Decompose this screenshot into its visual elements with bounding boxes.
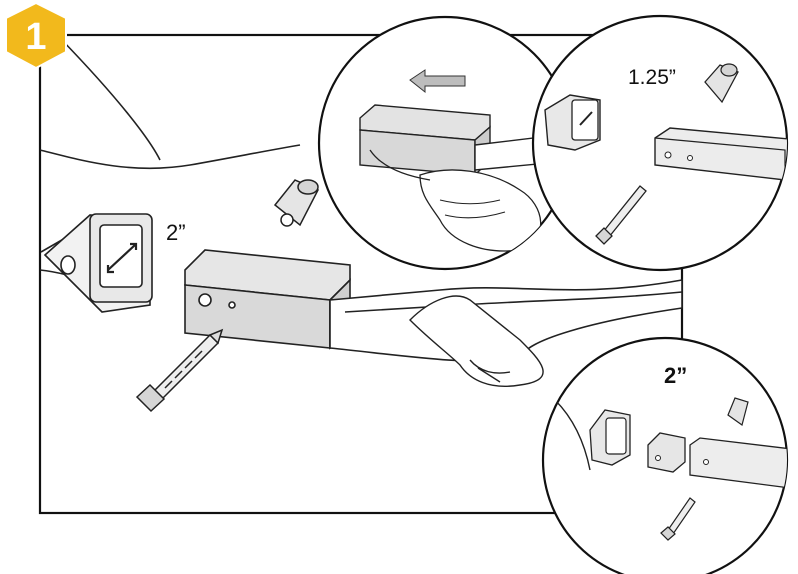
inset-bottom-right-size-label: 2” bbox=[664, 363, 687, 388]
direction-arrow bbox=[409, 69, 466, 94]
step-number: 1 bbox=[25, 16, 46, 58]
inset-insert-adapter bbox=[317, 15, 573, 271]
step-badge-hexagon bbox=[5, 1, 67, 70]
vehicle-receiver bbox=[43, 213, 153, 313]
hitch-pin bbox=[135, 328, 224, 413]
hand bbox=[409, 295, 544, 387]
inset-2-inch-adapter: 2” bbox=[541, 336, 789, 574]
inset-top-right-size-label: 1.25” bbox=[628, 66, 676, 89]
step-badge: 1 bbox=[5, 1, 67, 70]
main-size-label: 2” bbox=[166, 220, 186, 245]
lock-barrel bbox=[273, 179, 320, 227]
adapter-sleeve bbox=[184, 249, 351, 350]
inset-1-25-adapter: 1.25” bbox=[531, 14, 789, 272]
